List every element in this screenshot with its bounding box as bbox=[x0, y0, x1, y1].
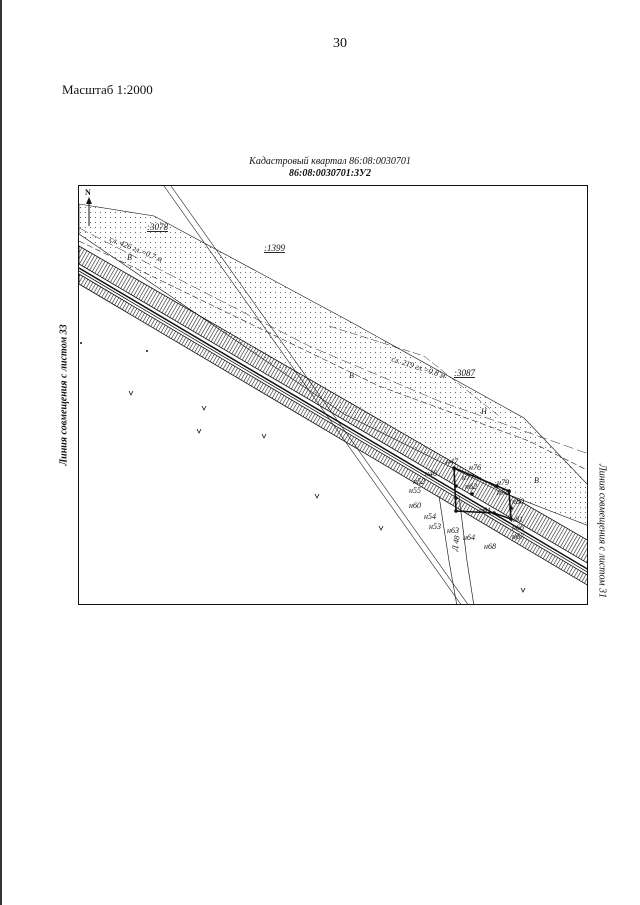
north-label: N bbox=[85, 188, 91, 197]
point-label-n62: н62 bbox=[465, 482, 477, 491]
road-band-lower bbox=[79, 273, 587, 586]
road-edge-2 bbox=[79, 270, 587, 573]
point-label-n55: н55 bbox=[409, 486, 421, 495]
point-label-n80: н80 bbox=[512, 497, 524, 506]
point-label-n63: н63 bbox=[447, 526, 459, 535]
point-label-n54: н54 bbox=[424, 512, 436, 521]
point-label-n61: н61 bbox=[479, 506, 491, 515]
point-label-n77: н77 bbox=[462, 473, 475, 482]
match-line-label-right: Линия совмещения с листом 31 bbox=[596, 463, 608, 599]
dashed-boundary-3 bbox=[328, 325, 500, 417]
scale-label: Масштаб 1:2000 bbox=[62, 82, 153, 97]
annotation-d48: Д 48 bbox=[450, 535, 462, 552]
road-edge-1 bbox=[79, 267, 587, 570]
annotation-v-3: В bbox=[127, 253, 132, 262]
parcel-label-3087: :3087 bbox=[454, 368, 475, 378]
point-label-n79: н79 bbox=[497, 478, 509, 487]
boundary-points bbox=[452, 466, 513, 521]
point-label-n60: н60 bbox=[409, 501, 421, 510]
page-edge-rule bbox=[0, 0, 2, 905]
point-label-n81: н81 bbox=[511, 515, 523, 524]
vegetation-symbols bbox=[128, 390, 526, 593]
cadastral-map: N :3078 :1399 :3087 сл. 426 гл.=0.7 м сл… bbox=[79, 186, 587, 604]
parcel-number-title: 86:08:0030701:ЗУ2 bbox=[289, 168, 371, 179]
point-label-n78: н78 bbox=[497, 488, 509, 497]
small-road-right bbox=[458, 495, 475, 604]
match-line-label-left: Линия совмещения с листом 33 bbox=[58, 324, 70, 466]
page-number: 30 bbox=[333, 36, 347, 51]
point-label-n67: н67 bbox=[512, 532, 525, 541]
point-label-n66: н66 bbox=[512, 523, 524, 532]
map-frame: N :3078 :1399 :3087 сл. 426 гл.=0.7 м сл… bbox=[78, 185, 588, 605]
point-label-n76: н76 bbox=[469, 463, 481, 472]
point-label-n64: н64 bbox=[463, 533, 475, 542]
dashed-boundary-1 bbox=[79, 240, 587, 471]
small-road-left bbox=[438, 495, 457, 604]
road-band-upper bbox=[79, 245, 587, 564]
north-arrow-head bbox=[86, 197, 92, 204]
point-label-n53: н53 bbox=[429, 522, 441, 531]
point-label-n46: н46 bbox=[425, 469, 437, 478]
map-title: Кадастровый квартал 86:08:0030701 86:08:… bbox=[160, 156, 500, 180]
parcel-label-1399: :1399 bbox=[264, 243, 285, 253]
dashed-boundary-2 bbox=[79, 227, 587, 454]
point-label-n68: н68 bbox=[484, 542, 496, 551]
annotation-v-2: В bbox=[534, 476, 539, 485]
point-label-n47: н47 bbox=[446, 457, 459, 466]
point-label-n52: н52 bbox=[413, 477, 425, 486]
annotation-n: Н bbox=[480, 407, 488, 416]
annotation-v-1: В bbox=[349, 371, 354, 380]
parcel-label-3078: :3078 bbox=[147, 222, 168, 232]
cadastral-quarter-title: Кадастровый квартал 86:08:0030701 bbox=[249, 156, 411, 167]
